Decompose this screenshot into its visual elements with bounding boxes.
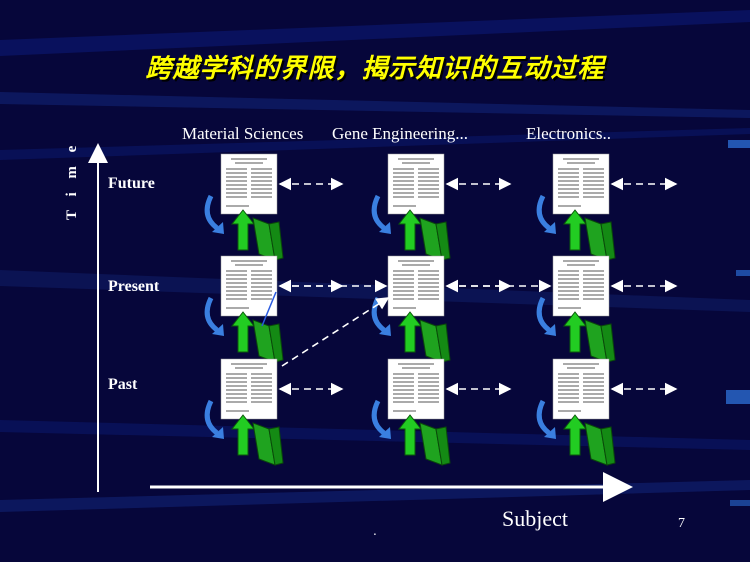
blue-curved-arrow-icon-c1-r2: [371, 399, 386, 435]
green-up-arrow-icon-c0-r1: [230, 311, 256, 353]
row-label-past: Past: [108, 376, 138, 393]
green-book-icon-c0-r2-spine: [268, 426, 284, 466]
paper-document-icon-c2-r1: [552, 255, 610, 317]
paper-document-icon-c2-r2: [552, 358, 610, 420]
blue-curved-arrow-icon-c2-r2: [536, 399, 551, 435]
paper-document-icon-c1-r1: [387, 255, 445, 317]
green-up-arrow-icon-c0-r0: [230, 209, 256, 251]
blue-link-line: [261, 291, 277, 327]
green-book-icon-c2-r1-spine: [600, 323, 616, 363]
dashed-link-diagonal: [281, 297, 390, 367]
paper-document-icon-c0-r0: [220, 153, 278, 215]
column-label-material-sciences: Material Sciences: [182, 124, 304, 143]
green-up-arrow-icon-c1-r1: [397, 311, 423, 353]
blue-curved-arrow-icon-c0-r2-head: [212, 427, 224, 439]
blue-curved-arrow-icon-c1-r0-head: [379, 222, 391, 234]
row-label-future: Future: [108, 175, 155, 192]
green-up-arrow-icon-c2-r1: [562, 311, 588, 353]
blue-curved-arrow-icon-c1-r0: [371, 194, 386, 230]
blue-curved-arrow-icon-c2-r1: [536, 296, 551, 332]
footer-dot: .: [373, 524, 377, 538]
column-label-gene-engineering: Gene Engineering...: [332, 124, 468, 143]
green-up-arrow-icon-c1-r0: [397, 209, 423, 251]
paper-document-icon-c2-r0: [552, 153, 610, 215]
slide-title: 跨越学科的界限，揭示知识的互动过程: [145, 54, 605, 84]
blue-curved-arrow-icon-c2-r0: [536, 194, 551, 230]
green-up-arrow-icon-c0-r2: [230, 414, 256, 456]
blue-curved-arrow-icon-c0-r0-head: [212, 222, 224, 234]
green-book-icon-c1-r0-spine: [435, 221, 451, 261]
paper-document-icon-c1-r0: [387, 153, 445, 215]
green-up-arrow-icon-c2-r2: [562, 414, 588, 456]
page-number: 7: [678, 516, 685, 531]
blue-curved-arrow-icon-c0-r1-head: [212, 324, 224, 336]
green-up-arrow-icon-c1-r2: [397, 414, 423, 456]
blue-curved-arrow-icon-c0-r1: [204, 296, 219, 332]
paper-document-icon-c0-r2: [220, 358, 278, 420]
green-book-icon-c1-r2-spine: [435, 426, 451, 466]
blue-curved-arrow-icon-c2-r2-head: [544, 427, 556, 439]
blue-curved-arrow-icon-c2-r1-head: [544, 324, 556, 336]
green-book-icon-c2-r2-spine: [600, 426, 616, 466]
blue-curved-arrow-icon-c0-r2: [204, 399, 219, 435]
blue-curved-arrow-icon-c0-r0: [204, 194, 219, 230]
blue-curved-arrow-icon-c1-r1-head: [379, 324, 391, 336]
row-label-present: Present: [108, 278, 160, 295]
green-book-icon-c0-r1-spine: [268, 323, 284, 363]
paper-document-icon-c0-r1: [220, 255, 278, 317]
green-book-icon-c0-r0-spine: [268, 221, 284, 261]
subject-axis-label: Subject: [502, 506, 568, 531]
blue-curved-arrow-icon-c1-r2-head: [379, 427, 391, 439]
paper-document-icon-c1-r2: [387, 358, 445, 420]
blue-curved-arrow-icon-c2-r0-head: [544, 222, 556, 234]
column-label-electronics: Electronics..: [526, 124, 611, 143]
green-book-icon-c1-r1-spine: [435, 323, 451, 363]
blue-curved-arrow-icon-c1-r1: [371, 296, 386, 332]
green-book-icon-c2-r0-spine: [600, 221, 616, 261]
green-up-arrow-icon-c2-r0: [562, 209, 588, 251]
